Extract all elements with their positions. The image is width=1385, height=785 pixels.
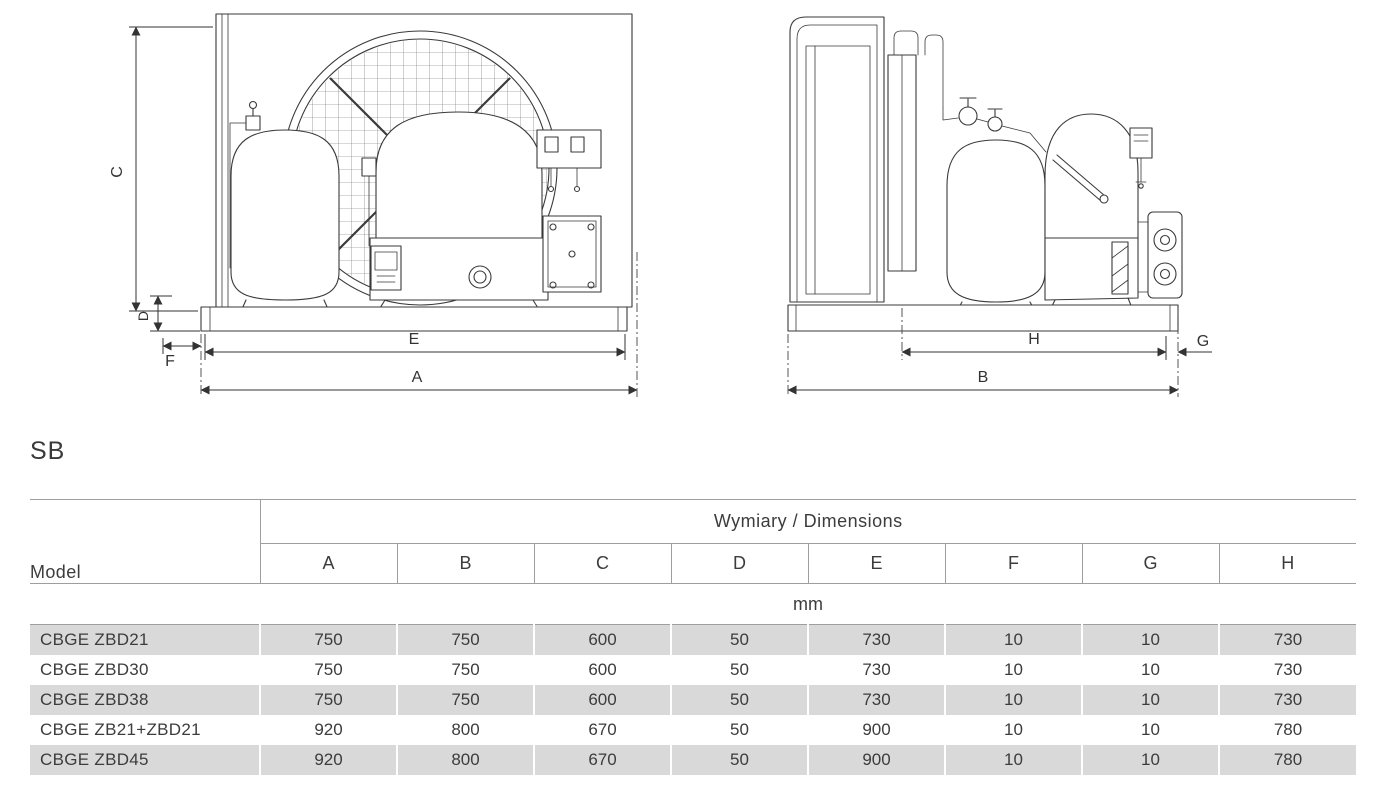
- value-cell: 10: [1081, 715, 1219, 745]
- value-cell: 750: [259, 685, 397, 715]
- value-cell: 10: [944, 745, 1082, 775]
- value-cell: 50: [670, 715, 808, 745]
- dim-label-f: F: [165, 353, 175, 370]
- column-header-b: B: [396, 543, 534, 584]
- dim-label-d: D: [135, 311, 151, 321]
- value-cell: 920: [259, 715, 397, 745]
- model-column-header: Model: [30, 499, 260, 584]
- value-cell: 10: [1081, 745, 1219, 775]
- compressor-body: [361, 111, 549, 309]
- value-cell: 900: [807, 745, 945, 775]
- value-cell: 670: [533, 715, 671, 745]
- value-cell: 800: [396, 715, 534, 745]
- value-cell: 900: [807, 715, 945, 745]
- value-cell: 10: [944, 685, 1082, 715]
- receiver-tank-side: [946, 139, 1046, 310]
- value-cell: 800: [396, 745, 534, 775]
- front-dimension-annotations: C D F E A: [109, 26, 638, 397]
- column-header-d: D: [670, 543, 808, 584]
- model-cell: CBGE ZBD30: [40, 660, 149, 679]
- value-cell: 670: [533, 745, 671, 775]
- value-cell: 920: [259, 745, 397, 775]
- column-header-a: A: [259, 543, 397, 584]
- value-cell: 600: [533, 655, 671, 685]
- value-cell: 730: [807, 624, 945, 655]
- unit-row: mm: [30, 583, 1356, 625]
- value-cell: 750: [396, 655, 534, 685]
- value-cell: 50: [670, 624, 808, 655]
- table-header-row-1: Model Wymiary / Dimensions: [30, 499, 1356, 584]
- model-cell: CBGE ZBD38: [30, 685, 260, 715]
- value-cell: 50: [670, 685, 808, 715]
- dimensions-group-header: Wymiary / Dimensions: [259, 499, 1356, 544]
- base-rail-side: [787, 304, 1179, 332]
- value-cell: 600: [533, 685, 671, 715]
- model-cell: CBGE ZB21+ZBD21: [40, 720, 201, 739]
- value-cell: 10: [944, 715, 1082, 745]
- value-cell: 730: [1218, 655, 1356, 685]
- electrical-box: [536, 129, 602, 293]
- unit-row-blank-cell: [30, 583, 260, 625]
- technical-drawings: C D F E A: [109, 13, 1212, 397]
- table-row: CBGE ZBD38 750 750 600 50 730 10 10 730: [30, 685, 1356, 715]
- value-cell: 750: [259, 655, 397, 685]
- value-cell: 10: [944, 655, 1082, 685]
- side-view-drawing: H G B: [787, 16, 1212, 397]
- table-row: CBGE ZB21+ZBD21 920 800 670 50 900 10 10…: [30, 715, 1356, 745]
- value-cell: 780: [1218, 715, 1356, 745]
- column-header-h: H: [1218, 543, 1356, 584]
- table-row: CBGE ZBD30 750 750 600 50 730 10 10 730: [30, 655, 1356, 685]
- value-cell: 730: [807, 685, 945, 715]
- section-label: SB: [30, 437, 66, 465]
- value-cell: 10: [1081, 685, 1219, 715]
- value-cell: 730: [1218, 685, 1356, 715]
- value-cell: 750: [396, 685, 534, 715]
- dim-label-a: A: [412, 369, 423, 386]
- column-header-g: G: [1081, 543, 1219, 584]
- value-cell: 10: [944, 624, 1082, 655]
- compressor-side: [1044, 113, 1139, 309]
- column-header-c: C: [533, 543, 671, 584]
- table-row: CBGE ZBD21 750 750 600 50 730 10 10 730: [30, 624, 1356, 655]
- value-cell: 50: [670, 745, 808, 775]
- value-cell: 750: [396, 624, 534, 655]
- value-cell: 730: [1218, 624, 1356, 655]
- dimensions-table-container: Model Wymiary / Dimensions A B C D E F G…: [30, 499, 1356, 775]
- value-cell: 750: [259, 624, 397, 655]
- value-cell: 10: [1081, 624, 1219, 655]
- table-header-row-2: A B C D E F G H: [30, 543, 1356, 584]
- column-header-f: F: [944, 543, 1082, 584]
- column-header-e: E: [807, 543, 945, 584]
- value-cell: 730: [807, 655, 945, 685]
- table-row: CBGE ZBD45 920 800 670 50 900 10 10 780: [30, 745, 1356, 775]
- dim-label-b: B: [978, 369, 989, 386]
- dim-label-h: H: [1028, 331, 1040, 348]
- value-cell: 780: [1218, 745, 1356, 775]
- side-dimension-annotations: H G B: [787, 308, 1212, 397]
- pressure-switch: [1129, 127, 1153, 189]
- value-cell: 10: [1081, 655, 1219, 685]
- value-cell: 50: [670, 655, 808, 685]
- dim-label-e: E: [409, 331, 420, 348]
- value-cell: 600: [533, 624, 671, 655]
- model-cell: CBGE ZBD21: [30, 624, 260, 655]
- unit-label: mm: [260, 583, 1356, 625]
- front-view-drawing: C D F E A: [109, 13, 638, 397]
- dim-label-c: C: [109, 166, 126, 178]
- fan-motor: [1137, 211, 1183, 299]
- dimensions-table: Model Wymiary / Dimensions A B C D E F G…: [30, 499, 1356, 775]
- service-valves: [942, 97, 1047, 153]
- dim-label-g: G: [1197, 333, 1209, 350]
- base-rail: [200, 306, 628, 332]
- model-cell: CBGE ZBD45: [30, 745, 260, 775]
- condenser-coil: [789, 16, 944, 303]
